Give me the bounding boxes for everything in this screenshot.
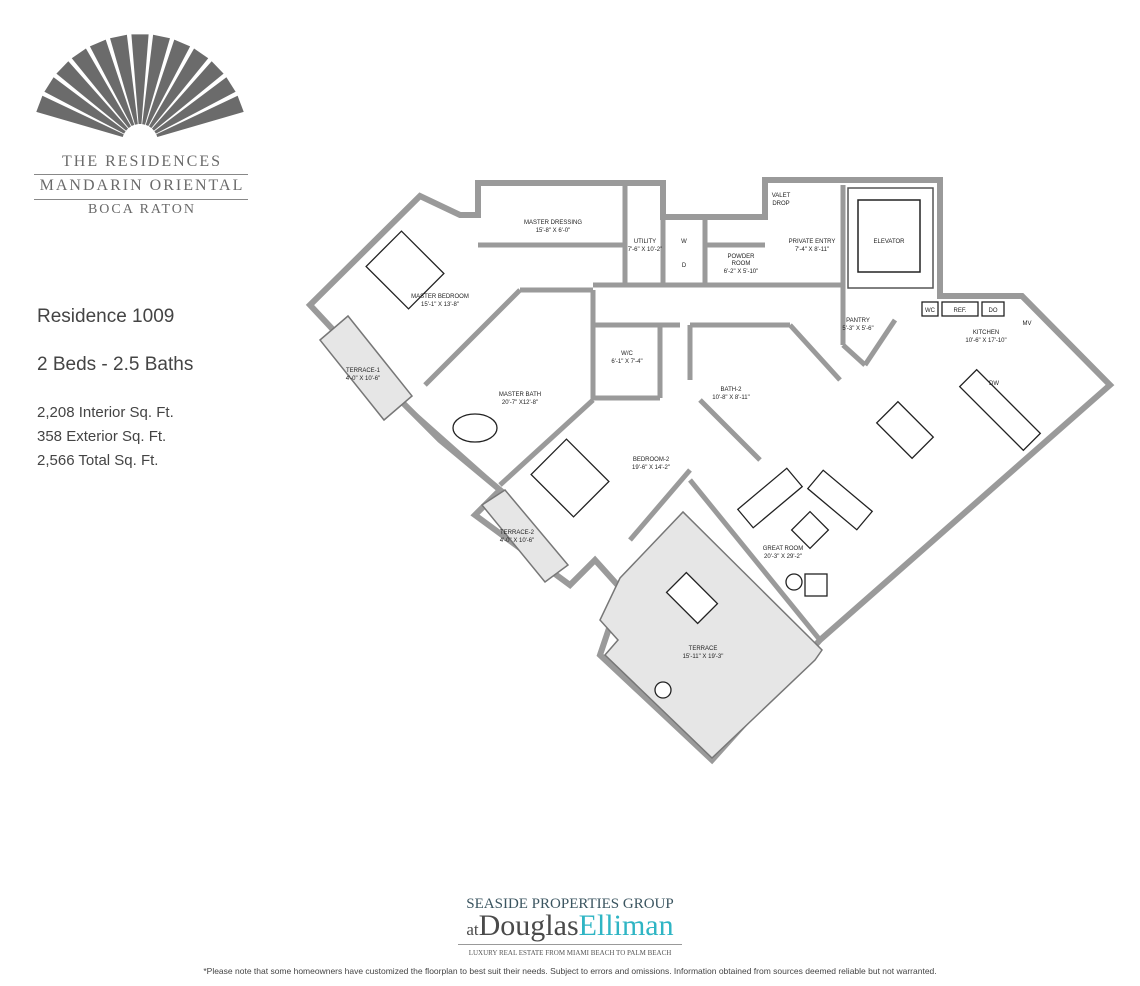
beds-baths: 2 Beds - 2.5 Baths [37,354,194,375]
do-cabinet [981,301,1005,317]
fan-blade [36,95,124,137]
terrace-side-table [654,681,672,699]
logo-divider [34,199,248,200]
terrace-2-label: TERRACE-2 [500,530,535,536]
kitchen-label: KITCHEN [973,330,999,336]
logo-line-3: BOCA RATON [87,202,197,217]
disclaimer: *Please note that some homeowners have c… [203,966,937,976]
fan-blade [56,61,129,131]
pantry-size: 5'-3" X 5'-6" [842,326,873,332]
terrace-table [665,571,719,625]
master-bath-size: 20'-7" X12'-8" [502,400,538,406]
terrace-size: 15'-11" X 19'-3" [683,654,724,660]
bath-2-size: 10'-8" X 8'-11" [712,395,749,401]
interior-sqft: 2,208 Interior Sq. Ft. [37,404,174,421]
kitchen-size: 10'-6" X 17'-10" [965,338,1006,344]
fan-blade [156,95,244,137]
brand-elliman: Elliman [578,909,674,942]
valet-label-2: DROP [772,201,789,207]
wic-label: W/C [621,351,633,357]
fan-blade [154,77,236,134]
dining-table [875,400,935,460]
bedroom-2-label: BEDROOM-2 [633,457,670,463]
terrace-2-floor [480,489,570,584]
bedroom-2-size: 19'-6" X 14'-2" [632,465,670,471]
side-table [785,573,803,591]
utility-label: UTILITY [634,239,656,245]
do-label: DO [989,308,998,314]
powder-room-label-2: ROOM [732,261,751,267]
terrace-1-floor [318,314,414,422]
mv-label: MV [1023,321,1032,327]
wc-cabinet [921,301,939,317]
private-entry-label: PRIVATE ENTRY [789,239,836,245]
valet-label: VALET [772,193,791,199]
mandarin-fan-logo [36,34,244,137]
master-bed [365,230,445,310]
exterior-sqft: 358 Exterior Sq. Ft. [37,428,167,445]
terrace-1-label: TERRACE-1 [346,368,381,374]
utility-size: 7'-6" X 10'-2" [628,247,663,253]
fan-blade [151,61,224,131]
residence-title: Residence 1009 [37,306,175,327]
powder-room-label: POWDER [728,254,756,260]
fan-blade [89,39,135,127]
brand-douglas: Douglas [478,909,579,942]
fan-blade [44,77,126,134]
elevator-cab [857,199,921,273]
armchair [804,573,828,597]
powder-room-size: 6'-2" X 5'-10" [724,269,759,275]
ref-cabinet [941,301,979,317]
master-dressing-label: MASTER DRESSING [524,220,582,226]
washer-label: W [681,239,687,245]
brand-tagline: LUXURY REAL ESTATE FROM MIAMI BEACH TO P… [468,949,672,957]
brand-logo: atDouglasElliman [0,910,1140,946]
fan-blade [131,34,149,125]
elevator-label: ELEVATOR [873,239,905,245]
kitchen-island [958,368,1042,452]
brand-divider [458,944,682,945]
logo-line-1: THE RESIDENCES [62,153,222,170]
bedroom-2-bed [530,438,610,518]
ref-label: REF. [953,308,966,314]
terrace-2-size: 4'-0" X 10'-6" [500,538,535,544]
elevator-shaft [847,187,934,289]
logo-line-2: MANDARIN ORIENTAL [39,177,245,194]
terrace-floor [599,510,823,760]
dryer-label: D [682,263,687,269]
great-room-size: 20'-3" X 29'-2" [764,554,802,560]
private-entry-size: 7'-4" X 8'-11" [795,247,829,253]
bathtub [452,413,498,443]
master-bedroom-size: 15'-1" X 13'-8" [421,302,459,308]
sofa [806,469,874,531]
coffee-table [790,510,830,550]
wc-label: WC [925,308,936,314]
bath-2-label: BATH-2 [721,387,743,393]
logo-divider [34,174,248,175]
master-dressing-size: 15'-8" X 6'-0" [536,228,571,234]
fan-blade [71,48,131,129]
brand-at: at [466,920,479,939]
fan-blade [142,34,170,125]
great-room-label: GREAT ROOM [763,546,803,552]
wic-size: 6'-1" X 7'-4" [611,359,642,365]
brand-line-1: SEASIDE PROPERTIES GROUP [466,896,674,912]
fan-blade [145,39,191,127]
terrace-1-size: 4'-0" X 10'-6" [346,376,381,382]
dw-label: DW [989,381,999,387]
master-bedroom-label: MASTER BEDROOM [411,294,469,300]
total-sqft: 2,566 Total Sq. Ft. [37,452,159,469]
fan-blade [149,48,209,129]
pantry-label: PANTRY [846,318,870,324]
fan-blade [110,34,138,125]
sofa [736,467,804,529]
master-bath-label: MASTER BATH [499,392,541,398]
terrace-label: TERRACE [689,646,718,652]
